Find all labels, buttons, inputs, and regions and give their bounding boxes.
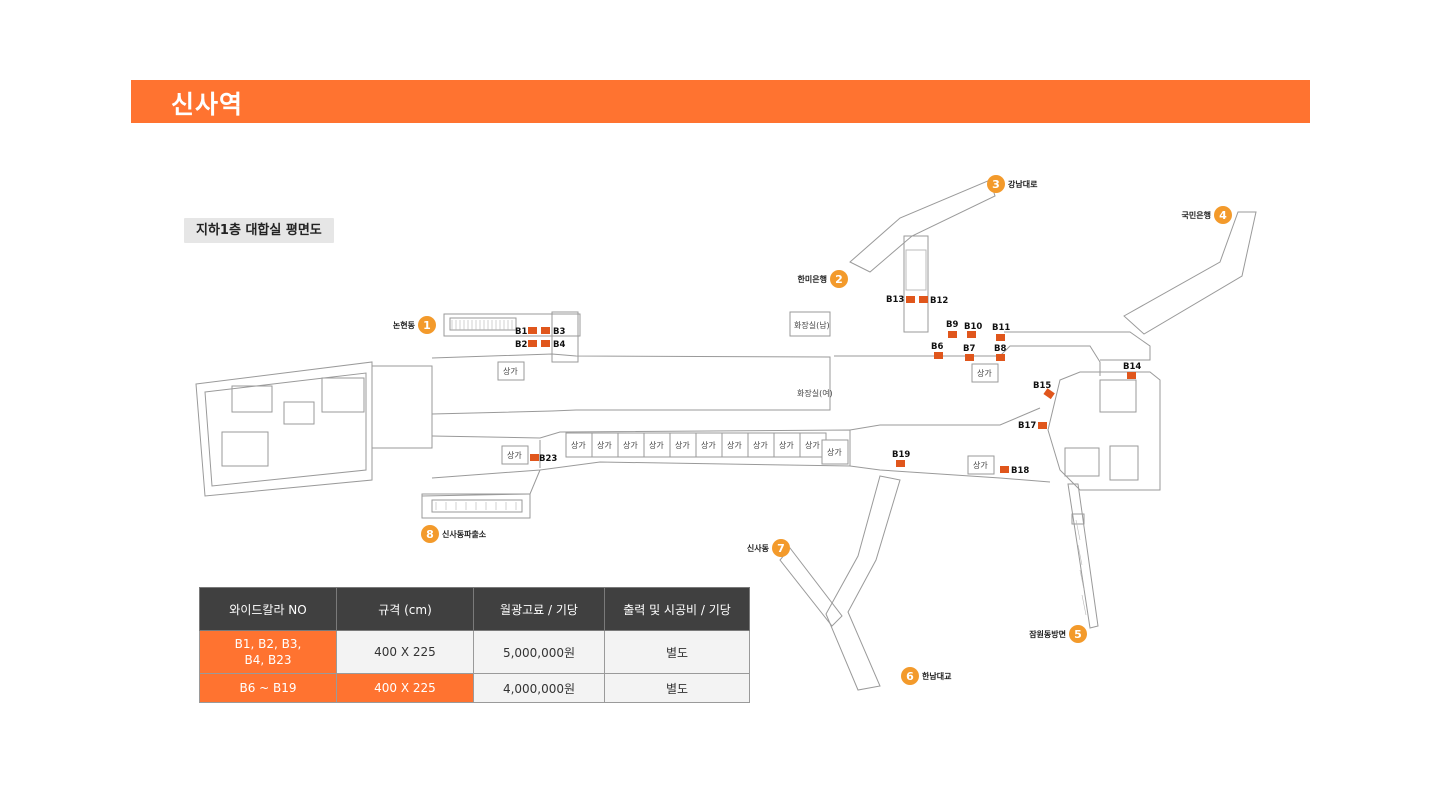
ad-marker-b12: [919, 296, 928, 303]
table-header-row: 와이드칼라 NO 규격 (cm) 월광고료 / 기당 출력 및 시공비 / 기당: [199, 587, 750, 631]
ad-label-b3: B3: [553, 327, 565, 337]
ad-marker-b7: [965, 354, 974, 361]
ad-label-b12: B12: [930, 296, 948, 306]
exit-6-marker: 6 한남대교: [901, 667, 952, 685]
ad-label-b7: B7: [963, 344, 975, 354]
exit-5-name: 잠원동방면: [1029, 629, 1066, 639]
shop-label: 상가: [597, 440, 612, 450]
svg-text:5: 5: [1074, 628, 1082, 641]
ad-marker-b8: [996, 354, 1005, 361]
cell-production-cost: 별도: [604, 673, 750, 703]
svg-text:8: 8: [426, 528, 434, 541]
ad-label-b4: B4: [553, 340, 565, 350]
ad-label-b8: B8: [994, 344, 1006, 354]
header-monthly-fee: 월광고료 / 기당: [473, 587, 605, 631]
header-size: 규격 (cm): [336, 587, 474, 631]
shop-label: 상가: [727, 440, 742, 450]
svg-text:1: 1: [423, 319, 431, 332]
cell-size: 400 X 225: [336, 673, 474, 703]
ad-marker-b9: [948, 331, 957, 338]
shop-label: 상가: [701, 440, 716, 450]
ad-marker-b17: [1038, 422, 1047, 429]
ad-label-b19: B19: [892, 450, 910, 460]
exit-7-name: 신사동: [747, 543, 770, 553]
exit-4-name: 국민은행: [1182, 210, 1211, 220]
shop-label: 상가: [827, 447, 842, 457]
header-ad-no: 와이드칼라 NO: [199, 587, 337, 631]
exit-8-marker: 8 신사동파출소: [421, 525, 487, 543]
shop-label: 상가: [753, 440, 768, 450]
exit-3-marker: 3 강남대로: [987, 175, 1038, 193]
ad-marker-b14: [1127, 372, 1136, 379]
shop-label: 상가: [977, 368, 992, 378]
page-title: 신사역: [171, 90, 244, 119]
cell-monthly-fee: 5,000,000원: [473, 630, 605, 674]
header-production-cost: 출력 및 시공비 / 기당: [604, 587, 750, 631]
svg-text:4: 4: [1219, 209, 1227, 222]
svg-text:7: 7: [777, 542, 785, 555]
ad-marker-b3: [541, 327, 550, 334]
shop-label: 상가: [973, 460, 988, 470]
ad-marker-b15: [1043, 388, 1055, 400]
floor-label: 지하1층 대합실 평면도: [184, 218, 334, 243]
ad-label-b11: B11: [992, 323, 1010, 333]
cell-ad-no: B1, B2, B3, B4, B23: [199, 630, 337, 674]
table-row: B1, B2, B3, B4, B23 400 X 225 5,000,000원…: [199, 630, 750, 674]
ad-label-b10: B10: [964, 322, 982, 332]
exit-2-name: 한미은행: [798, 274, 827, 284]
ad-marker-b19: [896, 460, 905, 467]
cell-ad-no: B6 ~ B19: [199, 673, 337, 703]
restroom-men-label: 화장실(남): [794, 320, 830, 330]
shop-label: 상가: [507, 450, 522, 460]
svg-text:2: 2: [835, 273, 843, 286]
exit-1-name: 논현동: [393, 320, 416, 330]
exit-6-name: 한남대교: [922, 671, 952, 681]
restroom-women-label: 화장실(여): [797, 388, 833, 398]
ad-marker-b18: [1000, 466, 1009, 473]
ad-marker-b1: [528, 327, 537, 334]
table-row: B6 ~ B19 400 X 225 4,000,000원 별도: [199, 673, 750, 703]
exit-1-marker: 1 논현동: [393, 316, 436, 334]
exit-4-marker: 4 국민은행: [1182, 206, 1232, 224]
cell-monthly-fee: 4,000,000원: [473, 673, 605, 703]
ad-label-b9: B9: [946, 320, 958, 330]
svg-text:3: 3: [992, 178, 1000, 191]
shop-label: 상가: [805, 440, 820, 450]
ad-marker-b2: [528, 340, 537, 347]
exit-7-marker: 7 신사동: [747, 539, 790, 557]
ad-label-b14: B14: [1123, 362, 1141, 372]
ad-label-b15: B15: [1033, 381, 1051, 391]
ad-label-b13: B13: [886, 295, 904, 305]
cell-size: 400 X 225: [336, 630, 474, 674]
shop-label: 상가: [675, 440, 690, 450]
exit-3-name: 강남대로: [1008, 179, 1038, 189]
ad-label-b18: B18: [1011, 466, 1029, 476]
exit-5-marker: 5 잠원동방면: [1029, 625, 1087, 643]
header-bar: 신사역: [131, 80, 1310, 123]
ad-marker-b11: [996, 334, 1005, 341]
ad-marker-b4: [541, 340, 550, 347]
shop-label: 상가: [779, 440, 794, 450]
ad-marker-b6: [934, 352, 943, 359]
shop-label: 상가: [571, 440, 586, 450]
shop-label: 상가: [623, 440, 638, 450]
exit-markers: 1 논현동 2 한미은행 3 강남대로 4 국민은행 5 잠원동방면 6 한남대…: [393, 175, 1232, 685]
exit-8-name: 신사동파출소: [442, 529, 487, 539]
cell-production-cost: 별도: [604, 630, 750, 674]
shop-label: 상가: [503, 366, 518, 376]
shop-label: 상가: [649, 440, 664, 450]
ad-marker-b13: [906, 296, 915, 303]
svg-text:6: 6: [906, 670, 914, 683]
price-table: 와이드칼라 NO 규격 (cm) 월광고료 / 기당 출력 및 시공비 / 기당…: [199, 587, 750, 703]
ad-label-b2: B2: [515, 340, 527, 350]
ad-label-b17: B17: [1018, 421, 1036, 431]
ad-label-b1: B1: [515, 327, 527, 337]
ad-label-b6: B6: [931, 342, 943, 352]
ad-marker-b10: [967, 331, 976, 338]
exit-2-marker: 2 한미은행: [798, 270, 848, 288]
ad-marker-b23: [530, 454, 539, 461]
ad-label-b23: B23: [539, 454, 557, 464]
